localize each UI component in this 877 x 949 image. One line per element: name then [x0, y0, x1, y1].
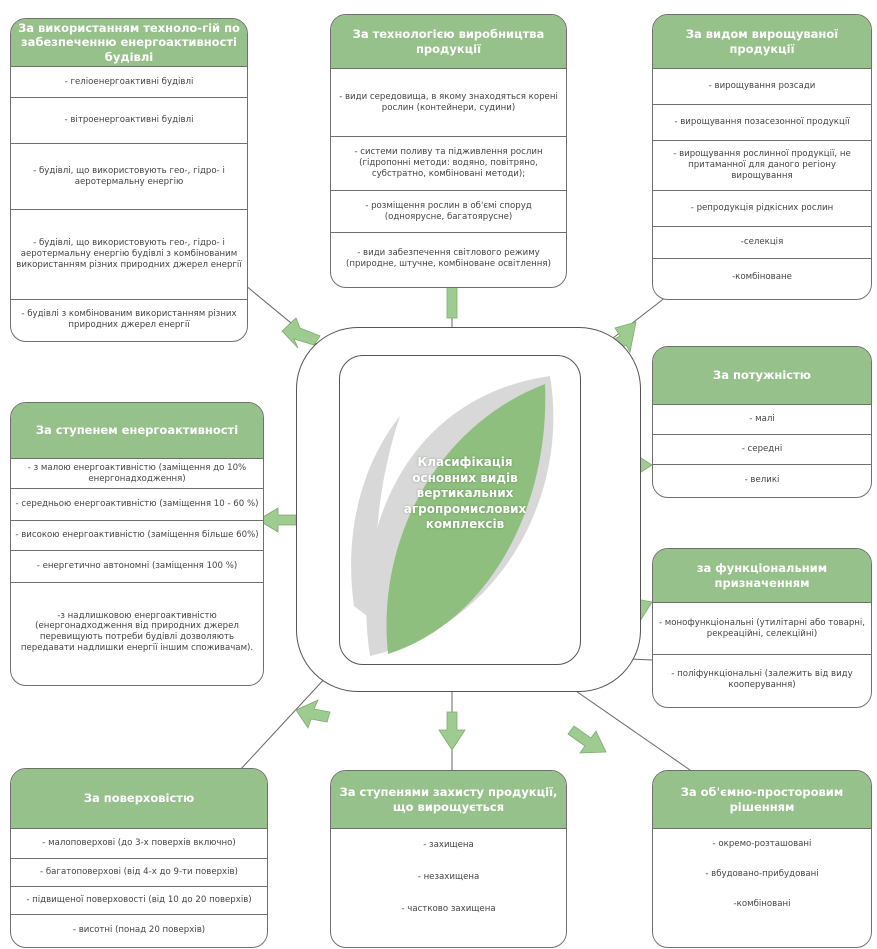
card-header: За поверховістю	[11, 769, 267, 829]
list-item: - вітроенергоактивні будівлі	[11, 98, 247, 144]
center-title: Класифікація основних видів вертикальних…	[403, 455, 527, 532]
card-function: за функціональним призначенням - монофун…	[652, 548, 872, 708]
arrow-to-technology-energy	[281, 317, 321, 349]
list-item: - види забезпечення світлового режиму (п…	[346, 248, 551, 269]
list-item: - малі	[653, 405, 871, 435]
list-item: - висотні (понад 20 поверхів)	[72, 924, 206, 935]
list-item: - вбудовано-прибудовані	[705, 868, 819, 879]
card-capacity: За потужністю - малі - середні - великі	[652, 346, 872, 498]
arrow-to-spatial	[567, 725, 607, 754]
leaf-logo-icon	[351, 376, 554, 656]
list-item: - вирощування розсади	[653, 69, 871, 105]
card-header: За технологією виробництва продукції	[331, 15, 566, 69]
card-header: За видом вирощуваної продукції	[653, 15, 871, 69]
card-header: За потужністю	[653, 347, 871, 405]
card-energy-level: За ступенем енергоактивності - з малою е…	[10, 402, 264, 686]
card-product-type: За видом вирощуваної продукції - вирощув…	[652, 14, 872, 300]
list-item: - підвищеної поверховості (від 10 до 20 …	[11, 887, 267, 915]
card-header: за функціональним призначенням	[653, 549, 871, 603]
list-item: -комбіноване	[732, 271, 792, 282]
list-item: - частково захищена	[401, 903, 496, 914]
list-item: - високою енергоактивністю (заміщення бі…	[11, 521, 263, 551]
list-item: - види середовища, в якому знаходяться к…	[331, 69, 566, 137]
center-inner-frame	[339, 355, 581, 665]
card-header: За ступенями захисту продукції, що вирощ…	[331, 771, 566, 829]
list-item: -з надлишковою енергоактивністю (енергон…	[20, 610, 254, 653]
list-item: - малоповерхові (до 3-х поверхів включно…	[11, 829, 267, 859]
list-item: - середньою енергоактивністю (заміщення …	[11, 489, 263, 521]
card-header: За об'ємно-просторовим рішенням	[653, 771, 871, 829]
list-item: - вирощування рослинної продукції, не пр…	[653, 141, 871, 191]
card-spatial: За об'ємно-просторовим рішенням - окремо…	[652, 770, 872, 948]
list-item: - системи поливу та підживлення рослин (…	[331, 137, 566, 191]
list-item: - вирощування позасезонної продукції	[653, 105, 871, 141]
list-item: - монофункціональні (утилітарні або това…	[653, 603, 871, 655]
card-technology-energy: За використанням техноло-гій по забезпеч…	[10, 18, 248, 342]
list-item: -комбіновані	[733, 898, 791, 909]
list-item: - репродукція рідкісних рослин	[653, 191, 871, 227]
list-item: - енергетично автономні (заміщення 100 %…	[11, 551, 263, 583]
connector-line	[559, 679, 691, 771]
list-item: - незахищена	[417, 871, 480, 882]
list-item: - геліоенергоактивні будівлі	[11, 67, 247, 98]
card-floors: За поверховістю - малоповерхові (до 3-х …	[10, 768, 268, 948]
arrow-to-floors	[295, 699, 331, 729]
list-item: - окремо-розташовані	[712, 838, 812, 849]
list-item: - будівлі з комбінованим використанням р…	[21, 309, 237, 330]
list-item: - багатоповерхові (від 4-х до 9-ти повер…	[11, 859, 267, 887]
list-item: -селекція	[653, 227, 871, 259]
list-item: - середні	[653, 435, 871, 465]
card-production-technology: За технологією виробництва продукції - в…	[330, 14, 567, 288]
list-item: - захищена	[423, 839, 474, 850]
list-item: - з малою енергоактивністю (заміщення до…	[11, 459, 263, 489]
list-item: - великі	[744, 474, 780, 485]
card-protection: За ступенями захисту продукції, що вирощ…	[330, 770, 567, 948]
card-header: За використанням техноло-гій по забезпеч…	[11, 19, 247, 67]
arrow-to-protection	[438, 711, 466, 751]
list-item: - розміщення рослин в об'ємі споруд (одн…	[331, 191, 566, 233]
list-item: - поліфункціональні (залежить від виду к…	[671, 669, 853, 690]
list-item: - будівлі, що використовують гео-, гідро…	[11, 210, 247, 300]
card-header: За ступенем енергоактивності	[11, 403, 263, 459]
list-item: - будівлі, що використовують гео-, гідро…	[11, 144, 247, 210]
